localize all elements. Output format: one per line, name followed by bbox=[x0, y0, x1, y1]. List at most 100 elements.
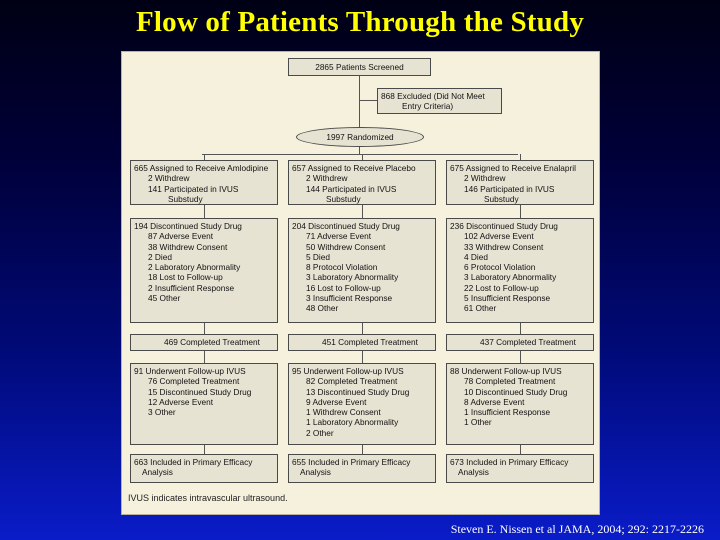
assigned-line: 675 Assigned to Receive Enalapril bbox=[450, 163, 576, 173]
connector bbox=[520, 323, 521, 334]
discontinued-line: 2 Died bbox=[148, 251, 172, 262]
discontinued-line: 61 Other bbox=[464, 303, 497, 314]
connector bbox=[359, 100, 377, 101]
discontinued-line: 48 Other bbox=[306, 303, 339, 314]
discontinued-line: 5 Insufficient Response bbox=[464, 293, 551, 304]
discontinued-line: 71 Adverse Event bbox=[306, 231, 372, 242]
assigned-line: Substudy bbox=[168, 193, 203, 204]
followup-line: 9 Adverse Event bbox=[306, 396, 367, 407]
assigned-line: Substudy bbox=[484, 193, 519, 204]
followup-line: 91 Underwent Follow-up IVUS bbox=[134, 366, 246, 376]
assigned-line: 144 Participated in IVUS bbox=[306, 183, 397, 194]
followup-line: 8 Adverse Event bbox=[464, 396, 525, 407]
discontinued-line: 102 Adverse Event bbox=[464, 231, 534, 242]
discontinued-line: 3 Insufficient Response bbox=[306, 293, 393, 304]
randomized-oval: 1997 Randomized bbox=[296, 127, 424, 147]
discontinued-line: 50 Withdrew Consent bbox=[306, 241, 386, 252]
completed-box: 451 Completed Treatment bbox=[288, 334, 436, 351]
discontinued-line: 2 Insufficient Response bbox=[148, 282, 235, 293]
connector bbox=[362, 205, 363, 218]
connector bbox=[362, 351, 363, 363]
assigned-line: Substudy bbox=[326, 193, 361, 204]
followup-line: 15 Discontinued Study Drug bbox=[148, 386, 252, 397]
assigned-line: 146 Participated in IVUS bbox=[464, 183, 555, 194]
connector bbox=[202, 154, 518, 155]
followup-line: 95 Underwent Follow-up IVUS bbox=[292, 366, 404, 376]
connector bbox=[359, 76, 360, 130]
followup-line: 3 Other bbox=[148, 407, 176, 418]
discontinued-line: 22 Lost to Follow-up bbox=[464, 282, 539, 293]
randomized-label: 1997 Randomized bbox=[326, 132, 394, 142]
completed-line: 451 Completed Treatment bbox=[322, 337, 418, 347]
excluded-box: 868 Excluded (Did Not Meet Entry Criteri… bbox=[377, 88, 502, 114]
discontinued-line: 45 Other bbox=[148, 293, 181, 304]
connector bbox=[520, 205, 521, 218]
assigned-line: 2 Withdrew bbox=[464, 173, 506, 184]
discontinued-line: 33 Withdrew Consent bbox=[464, 241, 544, 252]
followup-line: 1 Laboratory Abnormality bbox=[306, 417, 399, 428]
discontinued-line: 8 Protocol Violation bbox=[306, 262, 378, 273]
connector bbox=[204, 351, 205, 363]
slide-title: Flow of Patients Through the Study bbox=[135, 6, 585, 38]
completed-box: 437 Completed Treatment bbox=[446, 334, 594, 351]
excluded-line: Entry Criteria) bbox=[402, 101, 454, 112]
discontinued-line: 87 Adverse Event bbox=[148, 231, 214, 242]
discontinued-line: 194 Discontinued Study Drug bbox=[134, 221, 242, 231]
connector bbox=[362, 323, 363, 334]
connector bbox=[520, 154, 521, 160]
connector bbox=[359, 147, 360, 154]
connector bbox=[204, 205, 205, 218]
excluded-line: 868 Excluded (Did Not Meet bbox=[381, 91, 485, 101]
footnote-ivus: IVUS indicates intravascular ultrasound. bbox=[128, 493, 288, 503]
discontinued-line: 4 Died bbox=[464, 251, 488, 262]
connector bbox=[204, 445, 205, 454]
followup-line: 88 Underwent Follow-up IVUS bbox=[450, 366, 562, 376]
assigned-line: 657 Assigned to Receive Placebo bbox=[292, 163, 416, 173]
connector bbox=[520, 445, 521, 454]
discontinued-line: 5 Died bbox=[306, 251, 330, 262]
screened-label: 2865 Patients Screened bbox=[315, 62, 404, 72]
primary-line: Analysis bbox=[458, 467, 489, 478]
followup-line: 78 Completed Treatment bbox=[464, 376, 556, 387]
followup-line: 76 Completed Treatment bbox=[148, 376, 240, 387]
connector bbox=[204, 323, 205, 334]
discontinued-line: 236 Discontinued Study Drug bbox=[450, 221, 558, 231]
followup-line: 1 Other bbox=[464, 417, 492, 428]
primary-line: 655 Included in Primary Efficacy bbox=[292, 457, 411, 467]
screened-box: 2865 Patients Screened bbox=[288, 58, 431, 76]
discontinued-line: 16 Lost to Follow-up bbox=[306, 282, 381, 293]
discontinued-line: 38 Withdrew Consent bbox=[148, 241, 228, 252]
followup-line: 13 Discontinued Study Drug bbox=[306, 386, 410, 397]
discontinued-line: 3 Laboratory Abnormality bbox=[306, 272, 399, 283]
discontinued-line: 204 Discontinued Study Drug bbox=[292, 221, 400, 231]
primary-line: Analysis bbox=[142, 467, 173, 478]
followup-line: 82 Completed Treatment bbox=[306, 376, 398, 387]
followup-line: 10 Discontinued Study Drug bbox=[464, 386, 568, 397]
assigned-line: 141 Participated in IVUS bbox=[148, 183, 239, 194]
flowchart-panel: 2865 Patients Screened 868 Excluded (Did… bbox=[121, 51, 600, 515]
connector bbox=[362, 445, 363, 454]
discontinued-line: 2 Laboratory Abnormality bbox=[148, 262, 241, 273]
followup-line: 1 Insufficient Response bbox=[464, 407, 551, 418]
primary-line: Analysis bbox=[300, 467, 331, 478]
primary-line: 673 Included in Primary Efficacy bbox=[450, 457, 569, 467]
completed-line: 469 Completed Treatment bbox=[164, 337, 260, 347]
followup-line: 1 Withdrew Consent bbox=[306, 407, 381, 418]
discontinued-line: 6 Protocol Violation bbox=[464, 262, 536, 273]
citation: Steven E. Nissen et al JAMA, 2004; 292: … bbox=[450, 522, 704, 536]
followup-line: 12 Adverse Event bbox=[148, 396, 214, 407]
assigned-line: 2 Withdrew bbox=[148, 173, 190, 184]
completed-box: 469 Completed Treatment bbox=[130, 334, 278, 351]
